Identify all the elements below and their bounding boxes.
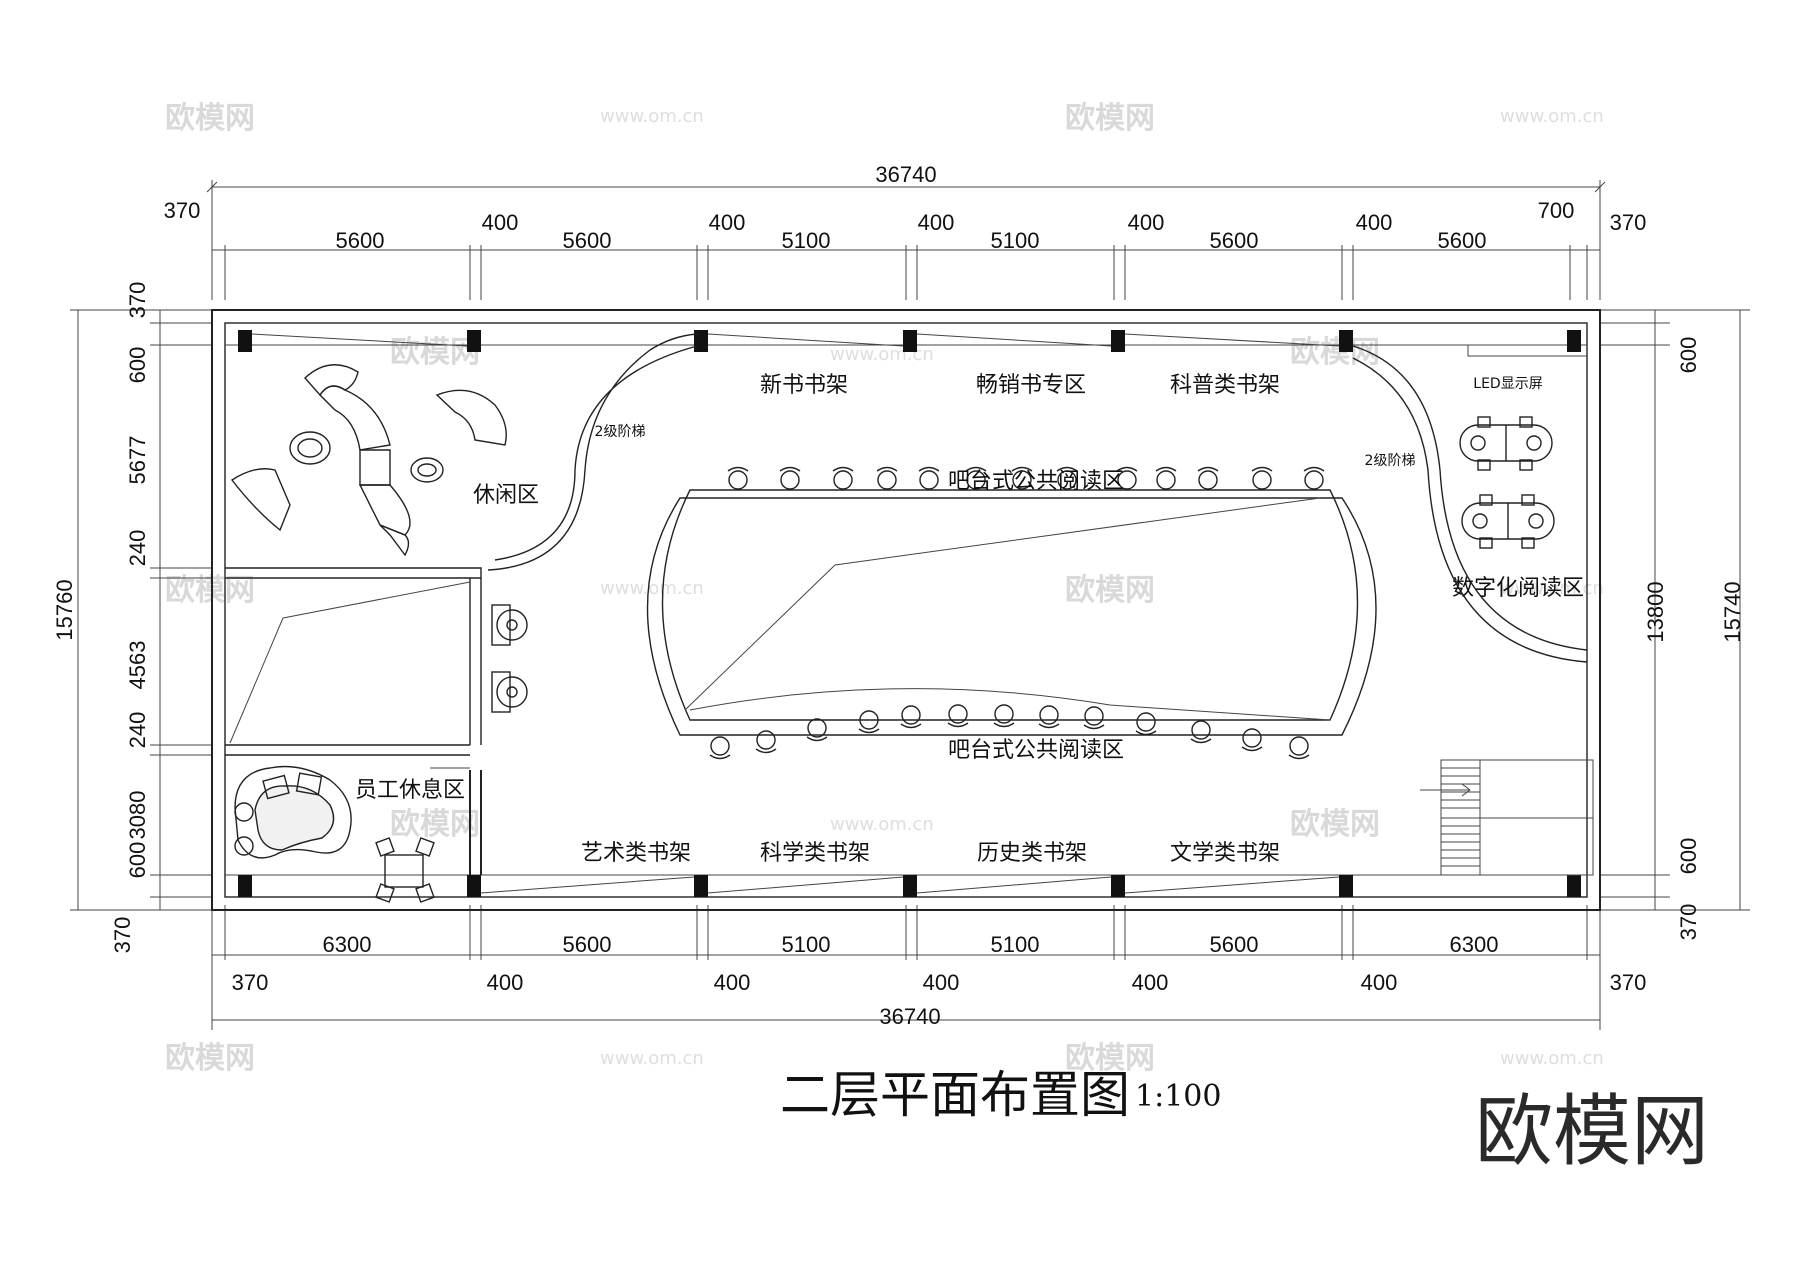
label-science-pop: 科普类书架 (1170, 373, 1280, 398)
watermark-layer: 欧模网 www.om.cn 欧模网 www.om.cn 欧模网 www.om.c… (165, 101, 1604, 1076)
label-new-books: 新书书架 (760, 373, 848, 398)
watermark: 欧模网 (390, 335, 480, 370)
platform-curves (487, 333, 1588, 663)
dim-left-segment: 370 (110, 917, 135, 954)
dim-top-small: 370 (1610, 210, 1647, 235)
dim-bottom-span: 5100 (782, 932, 831, 957)
digital-reading-desks (1459, 416, 1555, 549)
room-labels: 新书书架 畅销书专区 科普类书架 2级阶梯 2级阶梯 LED显示屏 休闲区 吧台… (355, 373, 1584, 866)
watermark: 欧模网 (1290, 807, 1380, 842)
dim-bottom-span: 6300 (1450, 932, 1499, 957)
label-digital: 数字化阅读区 (1452, 576, 1584, 601)
site-logo: 欧模网 (1475, 1087, 1709, 1177)
leisure-sofas (230, 364, 507, 557)
watermark: 欧模网 (1065, 573, 1155, 608)
dim-bottom-small: 400 (487, 970, 524, 995)
watermark-url: www.om.cn (830, 814, 934, 835)
watermark-url: www.om.cn (1500, 106, 1604, 127)
label-bar-reading-bottom: 吧台式公共阅读区 (948, 738, 1124, 763)
dim-bottom-small: 400 (1132, 970, 1169, 995)
right-dimension-labels: 15740 13800 600 600 370 (1643, 337, 1745, 941)
label-history: 历史类书架 (977, 841, 1087, 866)
dim-top-span: 5100 (991, 228, 1040, 253)
dim-top-small: 400 (1128, 210, 1165, 235)
dim-bottom-small: 400 (714, 970, 751, 995)
dim-left-segment: 240 (125, 530, 150, 567)
label-bar-reading-top: 吧台式公共阅读区 (948, 469, 1124, 494)
dim-top-small: 400 (482, 210, 519, 235)
columns (238, 330, 1581, 897)
dim-top-span: 5600 (336, 228, 385, 253)
watermark-url: www.om.cn (1500, 578, 1604, 599)
bottom-dimension-labels: 6300 5600 5100 5100 5600 6300 370 400 40… (232, 932, 1647, 1029)
label-literature: 文学类书架 (1170, 841, 1280, 866)
watermark: 欧模网 (165, 101, 255, 136)
dim-left-segment: 5677 (125, 436, 150, 485)
bottom-dimension-lines (211, 905, 1601, 1030)
dim-bottom-span: 5600 (1210, 932, 1259, 957)
label-art: 艺术类书架 (581, 841, 691, 866)
watermark-url: www.om.cn (830, 344, 934, 365)
watermark-url: www.om.cn (600, 578, 704, 599)
dim-top-small: 400 (918, 210, 955, 235)
dim-top-total: 36740 (875, 162, 936, 187)
watermark: 欧模网 (165, 573, 255, 608)
dim-bottom-small: 400 (923, 970, 960, 995)
dim-left-segment: 4563 (125, 641, 150, 690)
dim-top-span: 5600 (563, 228, 612, 253)
watermark-url: www.om.cn (600, 1048, 704, 1069)
dim-bottom-small: 370 (232, 970, 269, 995)
dim-right-total: 15740 (1720, 581, 1745, 642)
dim-top-span: 5600 (1438, 228, 1487, 253)
dim-top-span: 5600 (1210, 228, 1259, 253)
watermark: 欧模网 (1065, 101, 1155, 136)
left-dimension-labels: 15760 370 600 5677 240 4563 240 3080 600… (52, 282, 150, 954)
dim-top-span: 5100 (782, 228, 831, 253)
stairs (1420, 759, 1594, 876)
top-dimension-labels: 36740 370 400 400 400 400 400 700 370 56… (164, 162, 1647, 253)
bar-stools-top (727, 466, 1325, 490)
label-leisure: 休闲区 (473, 483, 539, 508)
watermark: 欧模网 (1065, 1041, 1155, 1076)
dim-top-small: 400 (1356, 210, 1393, 235)
dim-left-segment: 3080 (125, 791, 150, 840)
label-stairs-right: 2级阶梯 (1365, 453, 1416, 469)
dim-top-small: 400 (709, 210, 746, 235)
drawing-scale: 1:100 (1135, 1079, 1221, 1114)
label-bestseller: 畅销书专区 (976, 373, 1086, 398)
dim-right-inner: 13800 (1643, 581, 1668, 642)
dim-bottom-total: 36740 (879, 1004, 940, 1029)
label-stairs-left: 2级阶梯 (595, 424, 646, 440)
top-dimension-lines (206, 180, 1606, 300)
label-staff-rest: 员工休息区 (355, 778, 465, 803)
watermark-url: www.om.cn (1500, 1048, 1604, 1069)
dim-top-small: 370 (164, 198, 201, 223)
dim-left-segment: 370 (125, 282, 150, 319)
watermark: 欧模网 (390, 807, 480, 842)
dim-top-small: 700 (1538, 198, 1575, 223)
dim-right-segment: 370 (1676, 904, 1701, 941)
dim-left-segment: 240 (125, 712, 150, 749)
label-led: LED显示屏 (1473, 376, 1542, 392)
central-void (646, 489, 1377, 736)
dim-left-total: 15760 (52, 579, 77, 640)
dim-left-segment: 600 (125, 842, 150, 879)
side-dimension-lines (70, 309, 1750, 911)
watermark: 欧模网 (165, 1041, 255, 1076)
dim-bottom-span: 5100 (991, 932, 1040, 957)
label-science: 科学类书架 (760, 841, 870, 866)
dim-left-segment: 600 (125, 347, 150, 384)
staff-furniture (234, 604, 528, 903)
bookshelves (251, 333, 1340, 894)
dim-bottom-span: 6300 (323, 932, 372, 957)
bar-stools-bottom (709, 704, 1310, 760)
dim-right-segment: 600 (1676, 337, 1701, 374)
drawing-title: 二层平面布置图 (780, 1066, 1130, 1124)
dim-bottom-small: 400 (1361, 970, 1398, 995)
watermark-url: www.om.cn (600, 106, 704, 127)
dim-right-segment: 600 (1676, 838, 1701, 875)
dim-bottom-small: 370 (1610, 970, 1647, 995)
dim-bottom-span: 5600 (563, 932, 612, 957)
